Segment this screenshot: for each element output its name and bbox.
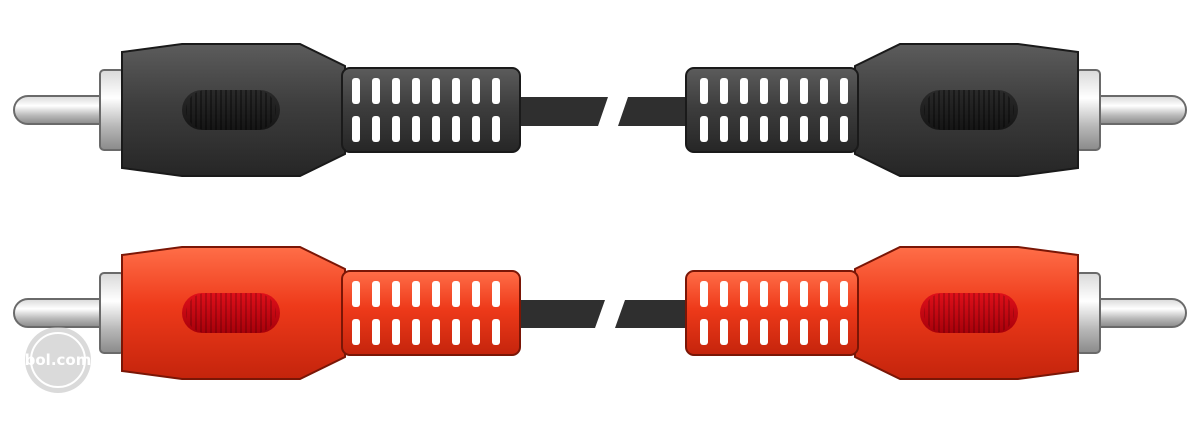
red-plug-left <box>13 246 521 380</box>
black-cable-wire <box>515 97 690 126</box>
red-rca-cable <box>13 246 1187 380</box>
red-plug-right <box>685 246 1187 380</box>
red-cable-wire <box>515 300 690 328</box>
watermark-text: bol.com <box>25 351 92 369</box>
bol-com-logo-icon: bol.com <box>25 327 92 393</box>
black-rca-cable <box>13 43 1187 177</box>
black-plug-right <box>685 43 1187 177</box>
black-plug-left <box>13 43 521 177</box>
